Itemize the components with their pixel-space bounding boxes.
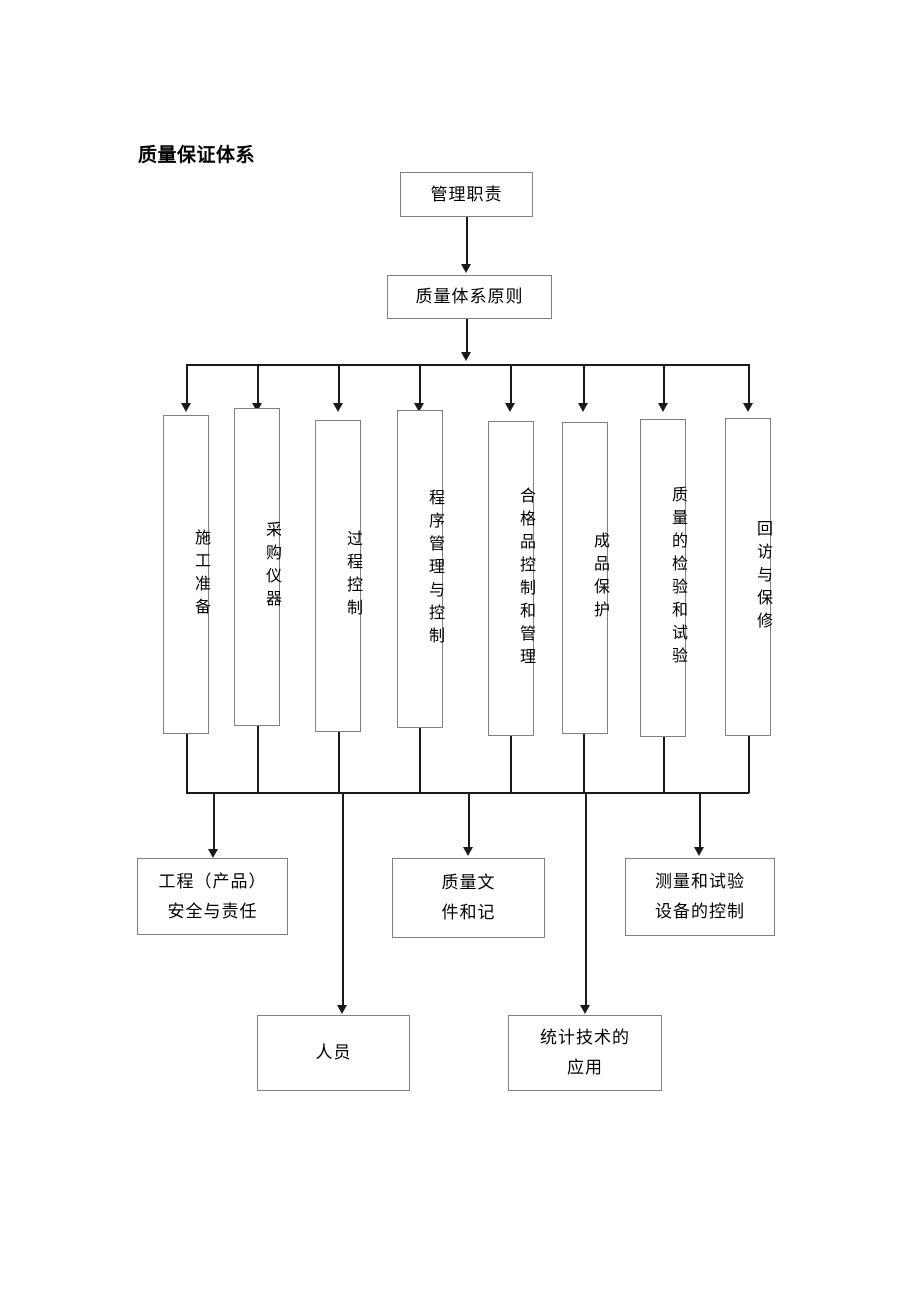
bus-bottom-collector [186, 792, 749, 794]
arrowhead-column-3 [333, 403, 343, 412]
arrowhead-quality-documents [463, 847, 473, 856]
node-column-2-label: 采购仪器 [263, 521, 280, 613]
node-statistical-line1: 统计技术的 [540, 1028, 630, 1047]
edge-principle-to-bus [466, 319, 468, 357]
edge-bus-to-column-8 [748, 364, 750, 406]
arrowhead-column-1 [181, 403, 191, 412]
node-column-procurement-instruments: 采购仪器 [234, 408, 280, 726]
node-measuring-equipment-line2: 设备的控制 [655, 902, 745, 921]
edge-column-2-to-bus [257, 726, 259, 793]
node-measuring-test-equipment-control: 测量和试验 设备的控制 [625, 858, 775, 936]
node-column-construction-preparation: 施工准备 [163, 415, 209, 734]
arrowhead-principle-to-bus [461, 352, 471, 361]
node-column-3-label: 过程控制 [344, 530, 361, 622]
node-engineering-safety-line1: 工程（产品） [158, 871, 267, 891]
edge-column-3-to-bus [338, 732, 340, 793]
arrowhead-column-2 [252, 403, 262, 412]
node-quality-documents-records: 质量文 件和记 [392, 858, 545, 938]
node-column-5-label: 合格品控制和管理 [517, 486, 534, 671]
edge-bus-to-column-6 [583, 364, 585, 406]
edge-bus-to-measuring-equipment [699, 792, 701, 850]
edge-bus-to-column-4 [419, 364, 421, 406]
edge-bus-to-statistical-techniques [585, 792, 587, 1008]
node-column-process-control: 过程控制 [315, 420, 361, 732]
edge-bus-to-column-5 [510, 364, 512, 406]
arrowhead-personnel [337, 1005, 347, 1014]
node-quality-documents-line1: 质量文 [441, 873, 496, 892]
node-column-1-label: 施工准备 [192, 528, 209, 621]
node-quality-system-principle-label: 质量体系原则 [415, 287, 524, 306]
arrowhead-column-8 [743, 403, 753, 412]
edge-bus-to-engineering-safety [213, 792, 215, 852]
node-measuring-equipment-line1: 测量和试验 [655, 872, 745, 891]
edge-column-1-to-bus [186, 734, 188, 793]
arrowhead-top-to-principle [461, 264, 471, 273]
edge-bus-to-column-7 [663, 364, 665, 406]
node-column-revisit-warranty: 回访与保修 [725, 418, 771, 736]
edge-bus-to-personnel [342, 792, 344, 1008]
arrowhead-column-7 [658, 403, 668, 412]
edge-bus-to-column-3 [338, 364, 340, 406]
arrowhead-column-6 [578, 403, 588, 412]
edge-bus-to-column-1 [186, 364, 188, 406]
node-column-7-label: 质量的检验和试验 [669, 486, 686, 670]
arrowhead-statistical-techniques [580, 1005, 590, 1014]
arrowhead-column-5 [505, 403, 515, 412]
arrowhead-measuring-equipment [694, 847, 704, 856]
node-engineering-product-safety-responsibility: 工程（产品） 安全与责任 [137, 858, 288, 935]
node-management-responsibility-label: 管理职责 [430, 184, 503, 204]
node-column-6-label: 成品保护 [591, 532, 608, 624]
edge-column-6-to-bus [583, 734, 585, 793]
edge-top-to-principle [466, 217, 468, 265]
node-column-procedure-management-control: 程序管理与控制 [397, 410, 443, 728]
arrowhead-engineering-safety [208, 849, 218, 858]
node-quality-system-principle: 质量体系原则 [387, 275, 552, 319]
arrowhead-column-4 [414, 403, 424, 412]
node-quality-documents-line2: 件和记 [441, 903, 496, 922]
node-statistical-techniques-application: 统计技术的 应用 [508, 1015, 662, 1091]
edge-column-4-to-bus [419, 728, 421, 793]
node-column-8-label: 回访与保修 [754, 519, 771, 635]
node-statistical-line2: 应用 [567, 1058, 603, 1077]
edge-column-8-to-bus [748, 736, 750, 793]
node-management-responsibility: 管理职责 [400, 172, 533, 217]
page-title: 质量保证体系 [138, 145, 256, 166]
edge-column-5-to-bus [510, 736, 512, 793]
edge-column-7-to-bus [663, 737, 665, 793]
node-engineering-safety-line2: 安全与责任 [167, 901, 258, 921]
node-column-quality-inspection-testing: 质量的检验和试验 [640, 419, 686, 737]
edge-bus-to-column-2 [257, 364, 259, 406]
node-personnel: 人员 [257, 1015, 410, 1091]
edge-bus-to-quality-documents [468, 792, 470, 850]
bus-top-distribution [186, 364, 749, 366]
node-personnel-line1: 人员 [315, 1043, 352, 1062]
node-column-4-label: 程序管理与控制 [426, 488, 443, 650]
node-column-conforming-product-control: 合格品控制和管理 [488, 421, 534, 736]
node-column-finished-product-protection: 成品保护 [562, 422, 608, 734]
